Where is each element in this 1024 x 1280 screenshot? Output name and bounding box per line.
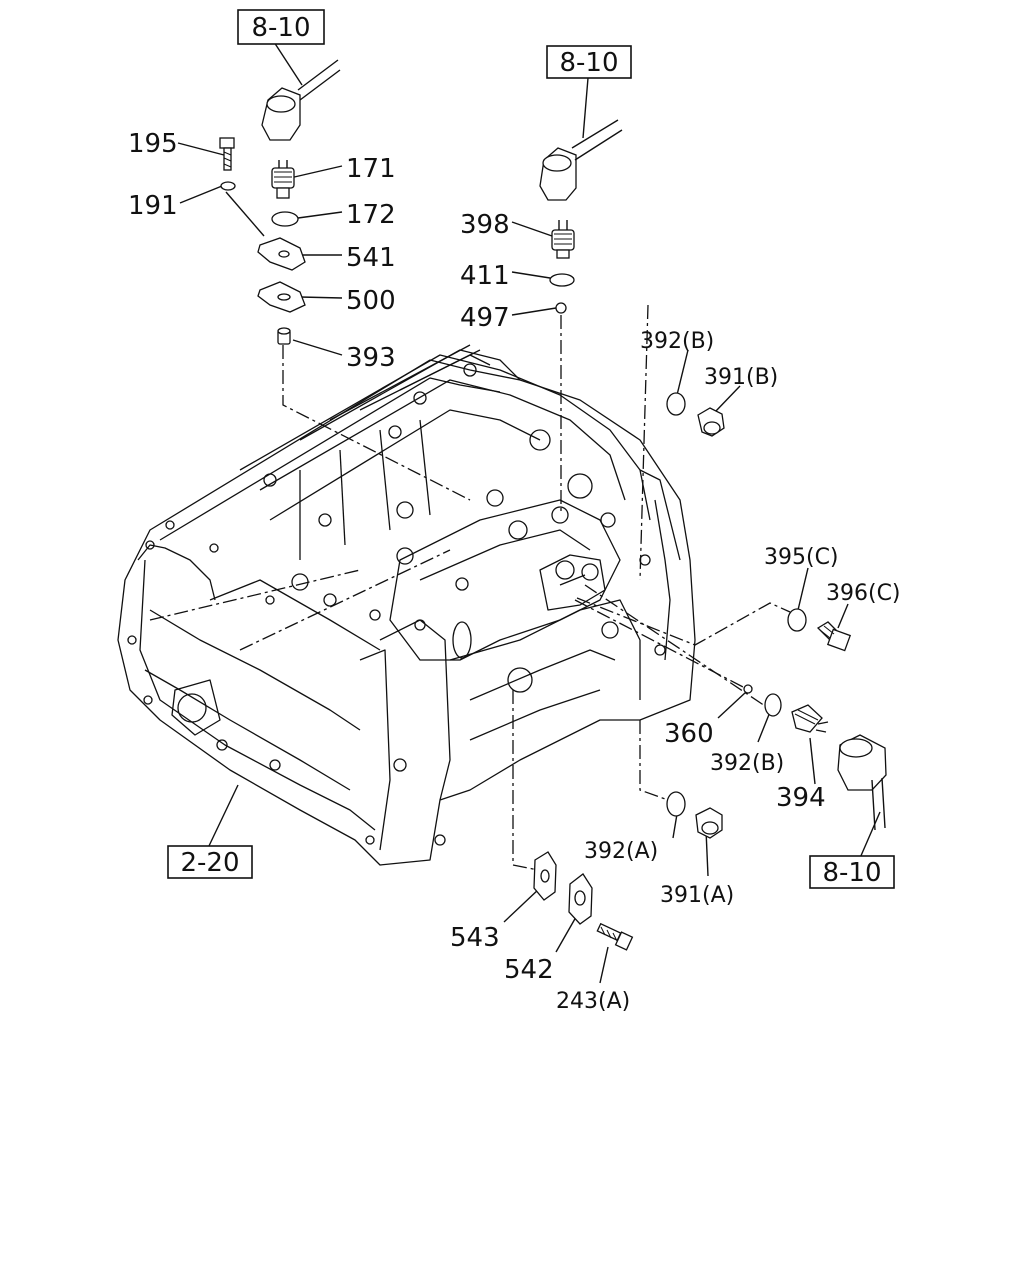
harness-connector-top-center: [539, 119, 623, 201]
o-ring-392b-right: [764, 693, 782, 717]
callout-360: 360: [664, 719, 714, 749]
reference-label: 8-10: [822, 858, 881, 888]
o-ring-392b-top: [666, 392, 686, 416]
ball-497: [555, 302, 567, 314]
callout-542: 542: [504, 955, 554, 985]
callout-395c: 395(C): [764, 545, 839, 570]
callout-392a: 392(A): [584, 839, 658, 864]
switch-398: [551, 220, 575, 259]
gasket-543: [533, 851, 557, 901]
o-ring-411: [549, 273, 575, 287]
harness-connector-top-left: [261, 59, 341, 141]
cover-541: [257, 237, 306, 271]
callout-398: 398: [460, 210, 510, 240]
reference-box-top-left: 8-10: [237, 9, 325, 45]
bolt-195: [219, 137, 235, 171]
reference-box-bottom-left: 2-20: [167, 845, 253, 879]
callout-541: 541: [346, 243, 396, 273]
sensor-396c: [816, 621, 852, 652]
transmission-case: [117, 344, 696, 866]
leader-lines: [177, 41, 881, 984]
callout-171: 171: [346, 154, 396, 184]
callout-497: 497: [460, 303, 510, 333]
plug-391a: [695, 807, 723, 839]
callout-172: 172: [346, 200, 396, 230]
plug-391b: [697, 407, 725, 437]
washer-191: [220, 181, 236, 191]
callout-392b-right: 392(B): [710, 751, 784, 776]
o-ring-392a: [666, 791, 686, 817]
reference-box-bottom-right: 8-10: [809, 855, 895, 889]
callout-labels: 195 171 191 172 541 500 393 398 411 497 …: [128, 129, 901, 1014]
callout-391b: 391(B): [704, 365, 778, 390]
o-ring-395c: [787, 608, 807, 632]
callout-393: 393: [346, 343, 396, 373]
callout-195: 195: [128, 129, 178, 159]
callout-391a: 391(A): [660, 883, 734, 908]
reference-label: 2-20: [180, 848, 239, 878]
callout-543: 543: [450, 923, 500, 953]
assembly-centerlines: [149, 304, 791, 871]
reference-label: 8-10: [251, 13, 310, 43]
harness-connector-bottom-right: [837, 734, 887, 831]
reference-box-top-center: 8-10: [546, 45, 632, 79]
pin-393: [277, 327, 291, 345]
callout-392b-top: 392(B): [640, 329, 714, 354]
gasket-500: [257, 281, 306, 313]
ball-360: [743, 684, 753, 694]
o-ring-172: [271, 211, 299, 227]
switch-394: [791, 704, 829, 733]
callout-500: 500: [346, 286, 396, 316]
callout-396c: 396(C): [826, 581, 901, 606]
callout-243a: 243(A): [556, 989, 630, 1014]
cover-542: [568, 873, 593, 925]
callout-191: 191: [128, 191, 178, 221]
callout-394: 394: [776, 783, 826, 813]
callout-411: 411: [460, 261, 510, 291]
bolt-243a: [596, 922, 634, 951]
switch-171: [271, 160, 295, 199]
reference-label: 8-10: [559, 48, 618, 78]
